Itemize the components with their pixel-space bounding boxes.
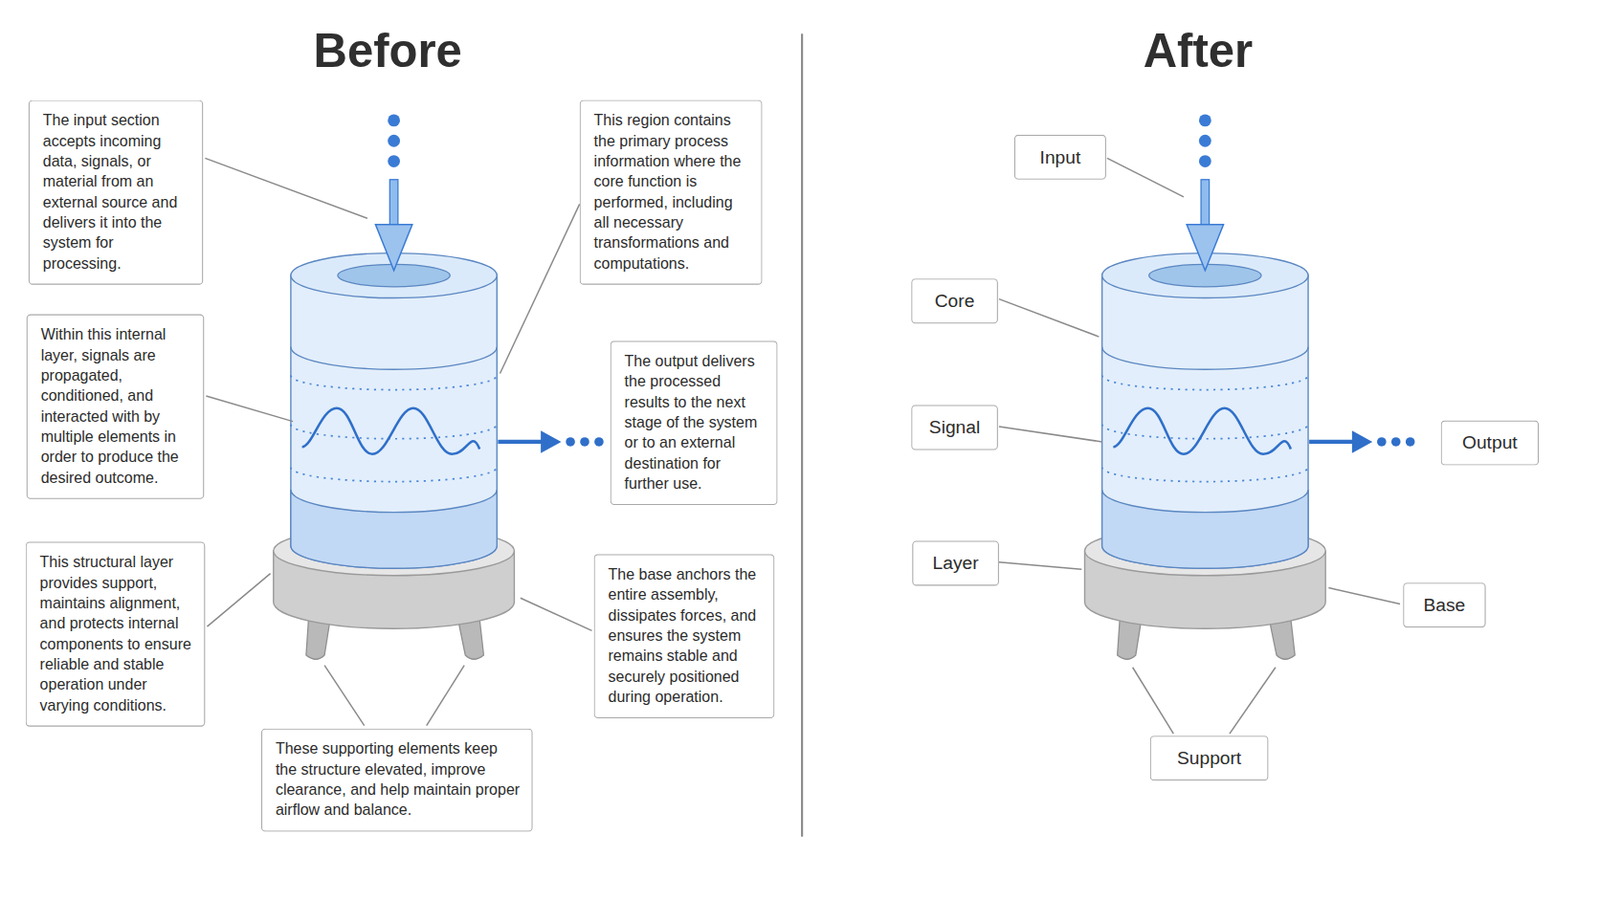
device-after [1085,113,1416,660]
box-text: This structural layer provides support, … [40,552,194,716]
label-box: Support [1150,735,1269,781]
label-box: Signal [911,405,999,451]
box-text: Core [918,289,992,312]
device-before [273,113,604,660]
box-text: This region contains the primary process… [594,110,751,274]
divider [800,33,803,838]
label-box: Output [1441,421,1539,467]
label-box: Input [1014,134,1107,180]
box-text: Support [1156,747,1262,770]
description-box: This region contains the primary process… [579,100,763,286]
panel-heading: Before [234,24,541,78]
panel-heading: After [1044,24,1352,78]
description-box: The output delivers the processed result… [610,340,778,506]
description-box: The base anchors the entire assembly, di… [594,554,776,719]
box-text: The input section accepts incoming data,… [43,110,192,274]
leader-lines [204,157,1400,734]
box-text: Signal [918,416,992,439]
box-text: Output [1447,431,1532,454]
description-box: These supporting elements keep the struc… [261,729,534,833]
box-text: Within this internal layer, signals are … [41,324,193,489]
label-box: Layer [911,540,1000,586]
box-text: Input [1021,146,1099,169]
label-box: Base [1402,582,1486,628]
description-box: Within this internal layer, signals are … [26,314,205,500]
box-text: Base [1410,594,1479,617]
box-text: The output delivers the processed result… [624,351,766,494]
box-text: The base anchors the entire assembly, di… [608,564,763,708]
box-text: These supporting elements keep the struc… [275,738,521,821]
box-text: Layer [919,552,993,575]
label-box: Core [911,278,999,324]
description-box: The input section accepts incoming data,… [28,100,203,286]
description-box: This structural layer provides support, … [25,542,206,728]
